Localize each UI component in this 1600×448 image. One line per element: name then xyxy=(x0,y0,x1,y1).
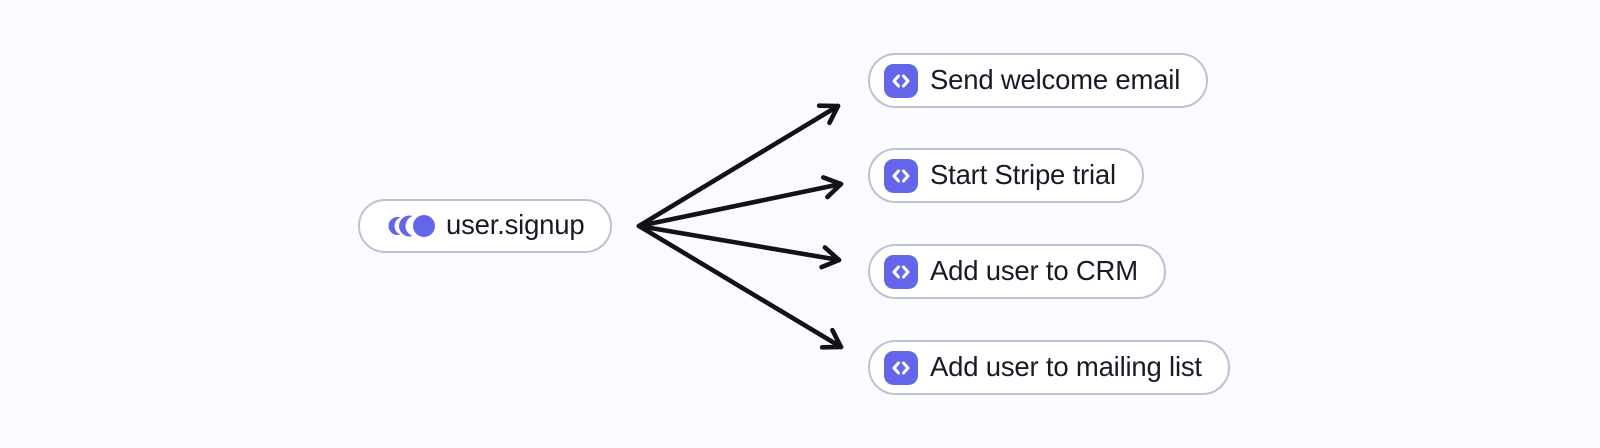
code-icon xyxy=(884,158,918,193)
trigger-node-user-signup[interactable]: user.signup xyxy=(358,199,613,253)
function-node-add-user-to-crm[interactable]: Add user to CRM xyxy=(868,244,1166,299)
function-node-send-welcome-email[interactable]: Send welcome email xyxy=(868,53,1209,108)
function-label: Add user to mailing list xyxy=(930,350,1202,382)
function-label: Send welcome email xyxy=(930,63,1181,95)
event-pulse-icon xyxy=(388,215,435,237)
function-node-start-stripe-trial[interactable]: Start Stripe trial xyxy=(868,148,1144,203)
arrow-user-signup-to-add-user-to-crm xyxy=(636,223,842,270)
code-icon xyxy=(884,63,918,98)
trigger-label: user.signup xyxy=(446,209,585,240)
code-icon xyxy=(884,254,918,289)
arrow-user-signup-to-add-user-to-mailing-list xyxy=(636,223,844,350)
arrow-user-signup-to-send-welcome-email xyxy=(636,103,841,229)
function-node-add-user-to-mailing-list[interactable]: Add user to mailing list xyxy=(868,340,1230,395)
arrow-user-signup-to-start-stripe-trial xyxy=(636,175,844,229)
function-label: Start Stripe trial xyxy=(930,158,1116,190)
code-icon xyxy=(884,350,918,385)
function-label: Add user to CRM xyxy=(930,254,1138,286)
